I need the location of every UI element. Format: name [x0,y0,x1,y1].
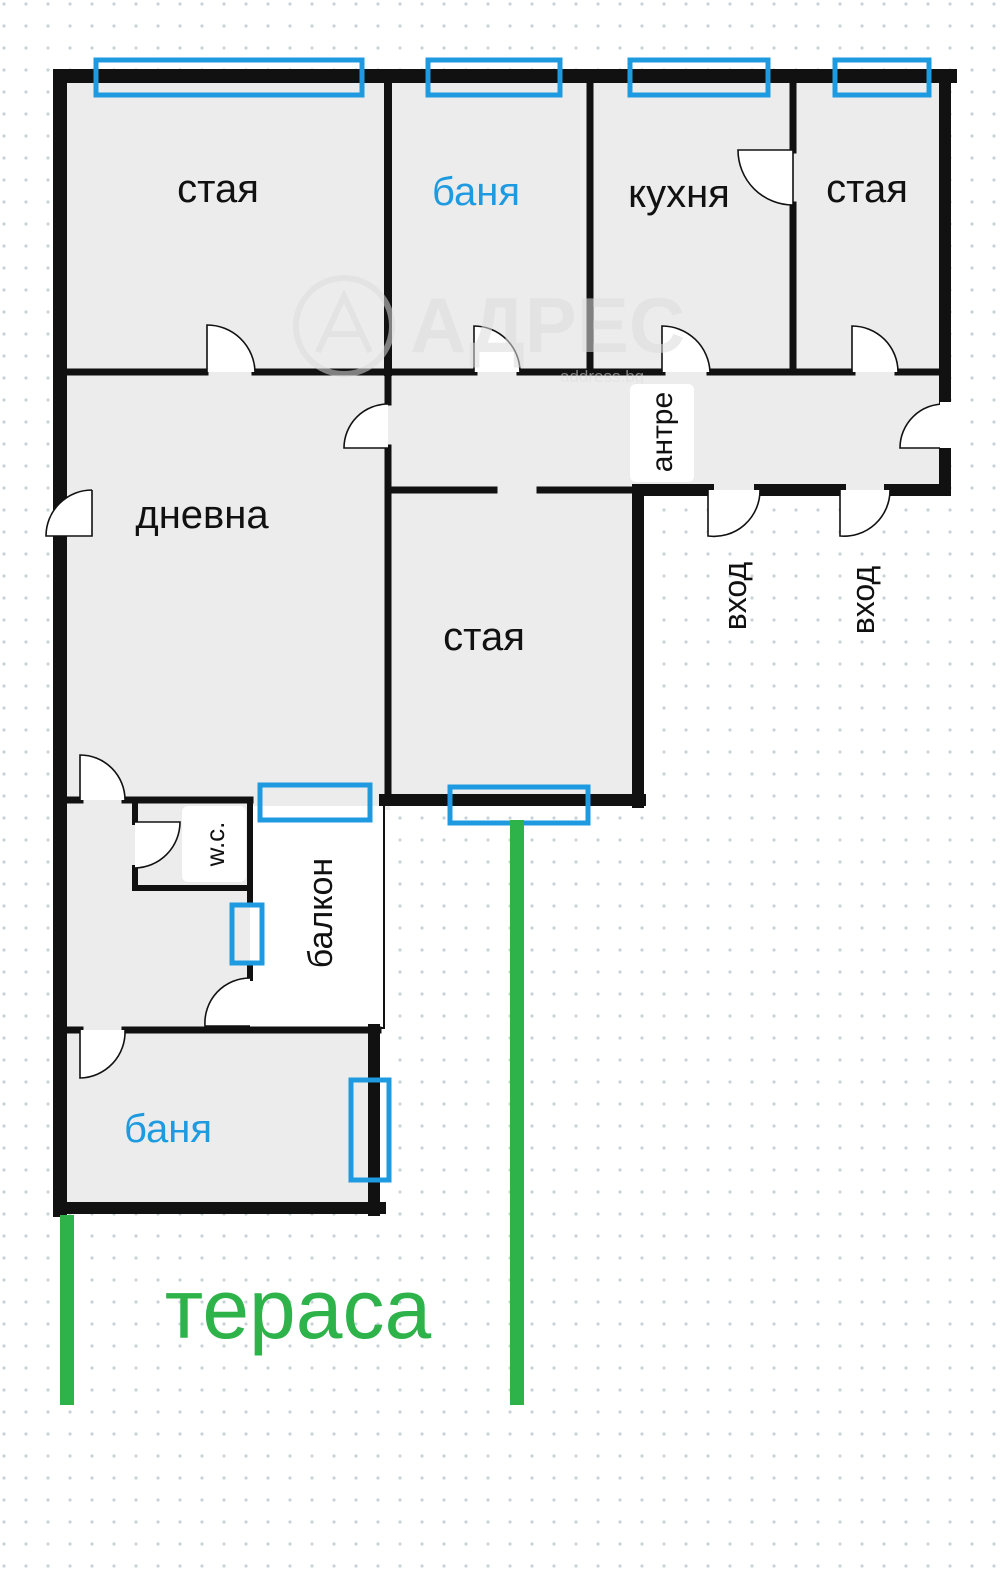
living-room-label: дневна [135,493,269,537]
terrace-lines [60,820,524,1405]
hallway-label: антре [646,392,679,472]
bathroom-label-bottom: баня [124,1107,212,1151]
walls [53,69,957,1217]
hallway-label-bg [630,384,694,482]
balcony-label: балкон [302,858,340,968]
door-swings [45,149,946,1079]
room-label-top-right: стая [826,167,908,211]
kitchen-label: кухня [628,172,730,216]
room-label-top-left: стая [177,167,259,211]
room-label-middle: стая [443,615,525,659]
address-logo-icon [293,275,395,377]
watermark-site: address.bg [560,367,644,386]
watermark-brand: АДРЕС [410,281,685,369]
room-fills [60,72,950,1210]
entrance-label-1: вход [717,561,753,630]
watermark: АДРЕС address.bg [293,275,685,386]
bathroom-label-top: баня [432,170,520,214]
wc-label-bg [182,806,246,882]
entrance-gap-right [940,402,952,448]
wc-label: w.c. [200,822,230,868]
balcony-outline [250,806,385,1029]
balcony-label-bg [288,838,358,988]
entrance-label-2: вход [845,565,881,634]
terrace-label: тераса [165,1262,432,1356]
windows [93,57,932,1183]
